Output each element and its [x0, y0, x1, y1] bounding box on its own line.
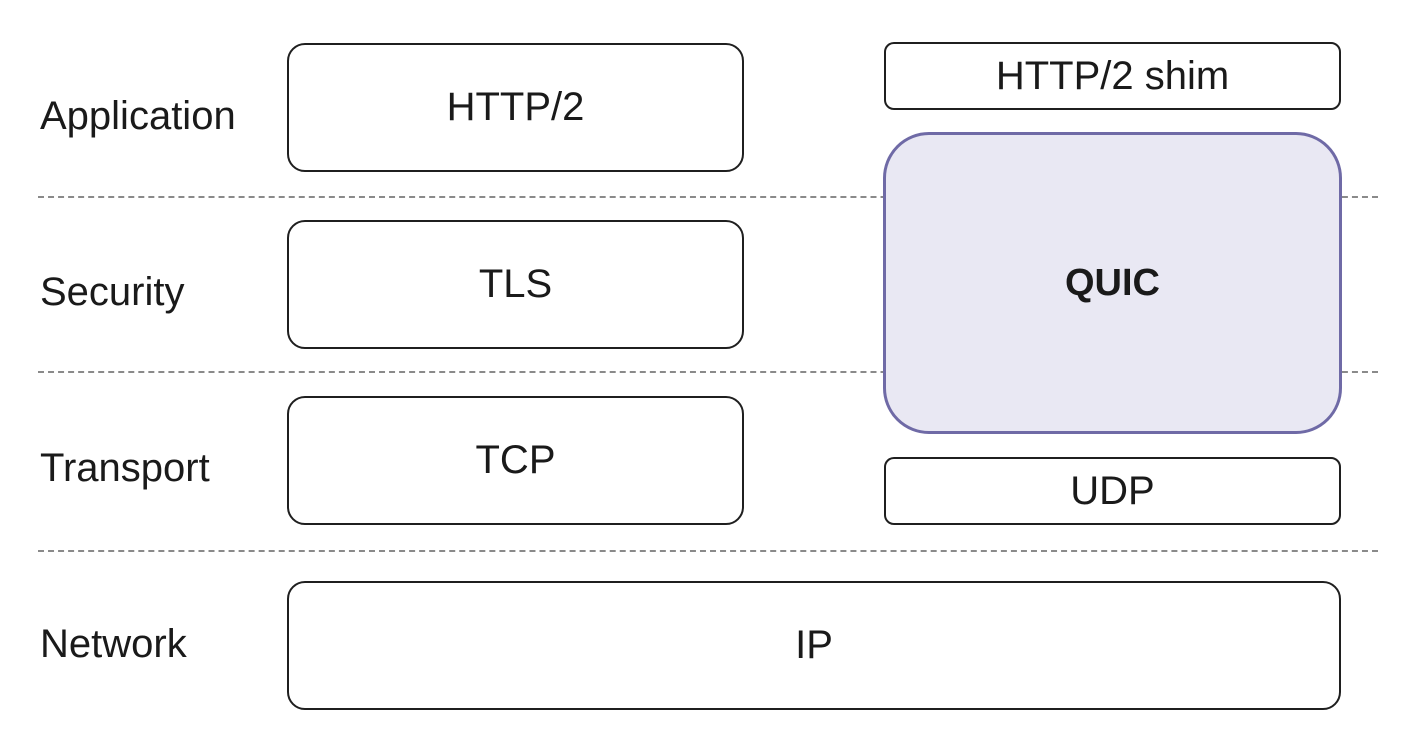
divider-transport-network	[38, 550, 1378, 552]
http2-box: HTTP/2	[287, 43, 744, 172]
ip-box: IP	[287, 581, 1341, 710]
tcp-box: TCP	[287, 396, 744, 525]
http2-shim-box: HTTP/2 shim	[884, 42, 1341, 110]
udp-box: UDP	[884, 457, 1341, 525]
layer-label-network: Network	[40, 622, 187, 666]
quic-box: QUIC	[883, 132, 1342, 434]
divider-security-transport	[38, 371, 1378, 373]
layer-label-security: Security	[40, 270, 185, 314]
layer-label-application: Application	[40, 94, 236, 138]
tls-box: TLS	[287, 220, 744, 349]
layer-label-transport: Transport	[40, 446, 210, 490]
divider-application-security	[38, 196, 1378, 198]
